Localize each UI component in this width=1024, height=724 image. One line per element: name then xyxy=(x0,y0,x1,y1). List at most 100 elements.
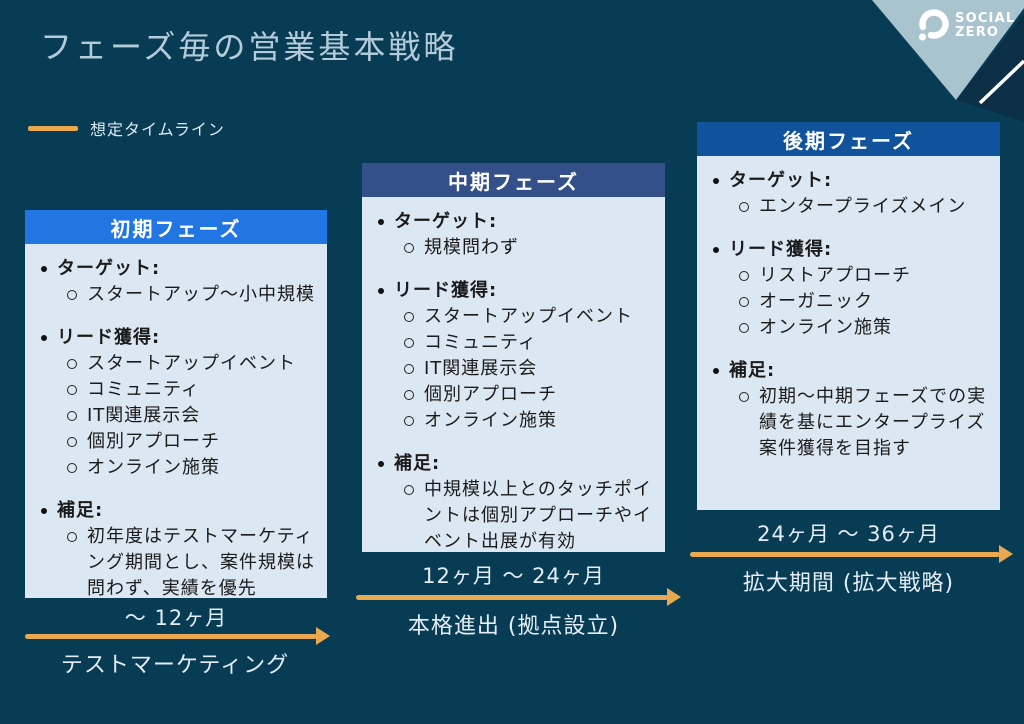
sub-item-text: エンタープライズメイン xyxy=(759,196,967,217)
card-section: ターゲット: エンタープライズメイン xyxy=(711,168,992,220)
sub-item-text: スタートアップイベント xyxy=(424,306,633,327)
circle-bullet-icon xyxy=(739,323,749,333)
phase-card-late: 後期フェーズ ターゲット:エンタープライズメインリード獲得:リストアプローチオー… xyxy=(697,122,1000,510)
section-heading: 補足: xyxy=(711,358,992,384)
section-heading: ターゲット: xyxy=(39,256,319,282)
sub-item-text: オンライン施策 xyxy=(759,317,892,338)
section-heading: 補足: xyxy=(39,498,319,524)
circle-bullet-icon xyxy=(404,364,414,374)
sub-item: 規模問わず xyxy=(404,235,657,261)
phase-card-body: ターゲット: エンタープライズメインリード獲得: リストアプローチオーガニックオンラ… xyxy=(697,156,1000,510)
bullet-icon xyxy=(713,368,719,374)
bullet-icon xyxy=(41,335,47,341)
section-label: ターゲット: xyxy=(394,211,498,232)
card-section: リード獲得: スタートアップイベントコミュニティ IT関連展示会個別アプローチオンラ… xyxy=(376,278,657,434)
sub-item: 個別アプローチ xyxy=(404,382,657,408)
card-section: リード獲得: リストアプローチオーガニックオンライン施策 xyxy=(711,237,992,341)
circle-bullet-icon xyxy=(67,359,77,369)
bullet-icon xyxy=(41,266,47,272)
circle-bullet-icon xyxy=(67,532,77,542)
circle-bullet-icon xyxy=(404,243,414,253)
sub-item: エンタープライズメイン xyxy=(739,194,992,220)
page-title: フェーズ毎の営業基本戦略 xyxy=(40,28,459,66)
timeline-arrow-initial xyxy=(25,627,330,645)
sub-item: スタートアップイベント xyxy=(67,351,319,377)
bullet-icon xyxy=(378,461,384,467)
section-heading: リード獲得: xyxy=(376,278,657,304)
timeline-arrow-mid xyxy=(356,588,681,606)
card-section: 補足:中規模以上とのタッチポイントは個別アプローチやイベント出展が有効 xyxy=(376,451,657,552)
sub-item-text: オンライン施策 xyxy=(87,457,220,478)
logo: SOCIAL ZERO xyxy=(916,8,1015,44)
section-heading: ターゲット: xyxy=(711,168,992,194)
phase-card-header: 初期フェーズ xyxy=(25,210,327,244)
section-label: リード獲得: xyxy=(394,280,498,301)
timeline-arrow-late xyxy=(690,545,1013,563)
circle-bullet-icon xyxy=(67,290,77,300)
sub-item-text: 個別アプローチ xyxy=(87,431,220,452)
sub-item-text: 個別アプローチ xyxy=(424,384,557,405)
sub-item-text: 初期〜中期フェーズでの実績を基にエンタープライズ案件獲得を目指す xyxy=(759,386,987,459)
circle-bullet-icon xyxy=(739,271,749,281)
corner-diamond xyxy=(872,0,1024,100)
phase-card-body: ターゲット: 規模問わずリード獲得: スタートアップイベントコミュニティ IT関連展示… xyxy=(362,197,665,552)
circle-bullet-icon xyxy=(404,312,414,322)
bullet-icon xyxy=(713,178,719,184)
bullet-icon xyxy=(378,288,384,294)
section-heading: ターゲット: xyxy=(376,209,657,235)
logo-text: SOCIAL ZERO xyxy=(955,12,1015,40)
circle-bullet-icon xyxy=(67,463,77,473)
corner-triangle xyxy=(956,14,1024,122)
sub-item-text: 規模問わず xyxy=(424,237,519,258)
section-label: 補足: xyxy=(57,500,104,521)
sub-item-text: 初年度はテストマーケティング期間とし、案件規模は問わず、実績を優先 xyxy=(87,526,315,598)
sub-item: 個別アプローチ xyxy=(67,429,319,455)
sub-item: IT関連展示会 xyxy=(67,403,319,429)
circle-bullet-icon xyxy=(67,437,77,447)
timeline-label-mid: 本格進出 (拠点設立) xyxy=(407,614,620,639)
circle-bullet-icon xyxy=(404,338,414,348)
sub-item: 中規模以上とのタッチポイントは個別アプローチやイベント出展が有効 xyxy=(404,477,657,552)
timeline-label-late: 拡大期間 (拡大戦略) xyxy=(742,571,955,596)
sub-item-text: リストアプローチ xyxy=(759,265,911,286)
sub-item-text: IT関連展示会 xyxy=(424,358,538,379)
timeline-legend-swatch xyxy=(28,125,78,131)
bullet-icon xyxy=(378,219,384,225)
section-label: リード獲得: xyxy=(729,239,833,260)
timeline-label-initial: テストマーケティング xyxy=(60,653,290,678)
circle-bullet-icon xyxy=(404,416,414,426)
timeline-duration-mid: 12ヶ月 〜 24ヶ月 xyxy=(422,564,605,588)
phase-card-mid: 中期フェーズ ターゲット: 規模問わずリード獲得: スタートアップイベントコミュニテ… xyxy=(362,163,665,552)
bullet-icon xyxy=(713,247,719,253)
bullet-icon xyxy=(41,508,47,514)
logo-line1: SOCIAL xyxy=(955,11,1016,26)
circle-bullet-icon xyxy=(739,202,749,212)
sub-item: オンライン施策 xyxy=(404,408,657,434)
logo-line2: ZERO xyxy=(955,25,1000,40)
card-section: ターゲット: スタートアップ〜小中規模 xyxy=(39,256,319,308)
circle-bullet-icon xyxy=(67,385,77,395)
sub-item: オンライン施策 xyxy=(739,315,992,341)
circle-bullet-icon xyxy=(739,392,749,402)
card-section: 補足: 初年度はテストマーケティング期間とし、案件規模は問わず、実績を優先 xyxy=(39,498,319,598)
sub-item: コミュニティ xyxy=(404,330,657,356)
section-heading: リード獲得: xyxy=(711,237,992,263)
sub-item-text: コミュニティ xyxy=(424,332,537,353)
timeline-duration-initial: 〜 12ヶ月 xyxy=(124,606,228,630)
section-label: ターゲット: xyxy=(57,258,161,279)
timeline-legend: 想定タイムライン xyxy=(28,116,225,140)
sub-item: オンライン施策 xyxy=(67,455,319,481)
section-label: リード獲得: xyxy=(57,327,161,348)
sub-item-text: スタートアップ〜小中規模 xyxy=(87,284,315,305)
sub-item: 初期〜中期フェーズでの実績を基にエンタープライズ案件獲得を目指す xyxy=(739,384,992,462)
sub-item-text: オーガニック xyxy=(759,291,873,312)
timeline-duration-late: 24ヶ月 〜 36ヶ月 xyxy=(757,522,940,546)
timeline-legend-label: 想定タイムライン xyxy=(90,120,225,139)
phase-card-header: 中期フェーズ xyxy=(362,163,665,197)
sub-item-text: IT関連展示会 xyxy=(87,405,201,426)
card-section: 補足:初期〜中期フェーズでの実績を基にエンタープライズ案件獲得を目指す xyxy=(711,358,992,462)
sub-item: コミュニティ xyxy=(67,377,319,403)
section-label: ターゲット: xyxy=(729,170,833,191)
